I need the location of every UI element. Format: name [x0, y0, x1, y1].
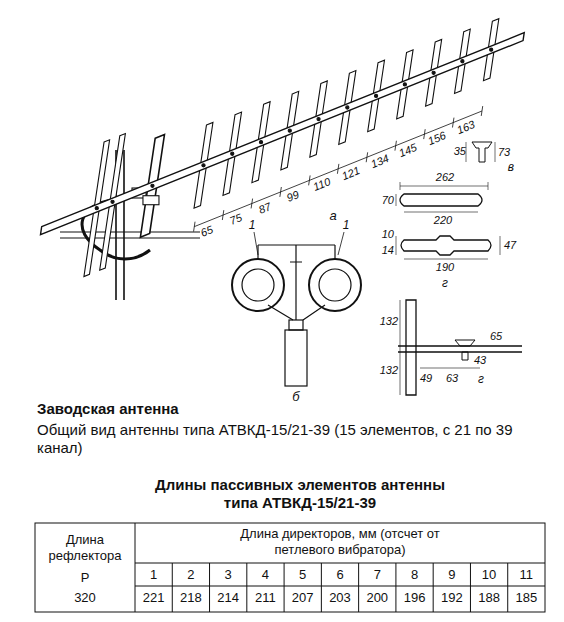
dimension-label: 63 [446, 372, 466, 385]
antenna [40, 19, 524, 300]
rivet [317, 117, 320, 120]
rivet [151, 184, 154, 187]
dimension-label: 190 [430, 261, 460, 274]
element-details [396, 142, 522, 395]
table-cell: 320 [37, 590, 133, 606]
rivet [288, 129, 291, 132]
table-cell: 3 [210, 567, 247, 583]
table-cell: 207 [284, 590, 321, 606]
table-cell: 5 [284, 567, 321, 583]
table-cell: 196 [396, 590, 433, 606]
table-cell: 11 [508, 567, 545, 583]
dimension-label: г [474, 372, 488, 386]
table-cell: Р [37, 570, 133, 586]
crossbar [60, 232, 200, 238]
table-cell: 8 [396, 567, 433, 583]
caption: Общий вид антенны типа АТВКД-15/21-39 (1… [37, 421, 517, 457]
dimension-label: 132 [372, 315, 398, 328]
dimension-label: 1 [340, 218, 352, 232]
dimension-label: 65 [490, 330, 510, 343]
dimension-label: 1 [246, 218, 258, 232]
rivet [346, 106, 349, 109]
table-cell: Длина рефлектора [37, 532, 133, 563]
dimension-label: 49 [420, 372, 440, 385]
table-heading: Длины пассивных элементов антенны типа А… [150, 476, 450, 512]
dimension-label: 35 [446, 145, 466, 158]
rivet [490, 48, 493, 51]
table-cell: 10 [470, 567, 507, 583]
dimension-label: 132 [372, 364, 398, 377]
rivet [374, 94, 377, 97]
balun-box [143, 196, 159, 205]
rivet [461, 60, 464, 63]
table-cell: 211 [247, 590, 284, 606]
table-cell: 200 [359, 590, 396, 606]
title: Заводская антенна [37, 400, 179, 418]
rivet [259, 141, 262, 144]
dimension-label: б [289, 389, 303, 405]
rivet [111, 200, 114, 203]
dimension-line [194, 106, 483, 232]
table-cell: 7 [359, 567, 396, 583]
cable-connection-detail [232, 232, 361, 386]
table-cell: 221 [135, 590, 172, 606]
table-cell: 4 [247, 567, 284, 583]
table-cell: 1 [135, 567, 172, 583]
rivet [95, 207, 98, 210]
dimension-label: 14 [374, 244, 394, 257]
table-cell: 214 [210, 590, 247, 606]
dimension-label: 70 [374, 194, 394, 207]
table-cell: 203 [321, 590, 358, 606]
dimension-label: 43 [474, 354, 494, 367]
rivet [231, 152, 234, 155]
dimension-label: 73 [498, 146, 518, 159]
table-cell: 6 [321, 567, 358, 583]
table-cell: 188 [470, 590, 507, 606]
table-grid [35, 523, 545, 612]
table-cell: 185 [508, 590, 545, 606]
rivet [432, 71, 435, 74]
table-cell: 9 [433, 567, 470, 583]
dimension-label: 220 [428, 214, 458, 227]
dimension-label: 47 [504, 239, 524, 252]
dimension-label: в [504, 160, 518, 174]
rivet [202, 164, 205, 167]
boom [40, 33, 524, 235]
dimension-label: 10 [374, 228, 394, 241]
table-cell: 218 [172, 590, 209, 606]
rivet [403, 83, 406, 86]
table-cell: 192 [433, 590, 470, 606]
table-cell: 2 [172, 567, 209, 583]
dimension-label: а [326, 208, 340, 224]
table-cell: Длина директоров, мм (отсчет от петлевог… [215, 526, 465, 557]
dimension-label: г [438, 276, 452, 290]
dimension-label: 262 [430, 171, 460, 184]
